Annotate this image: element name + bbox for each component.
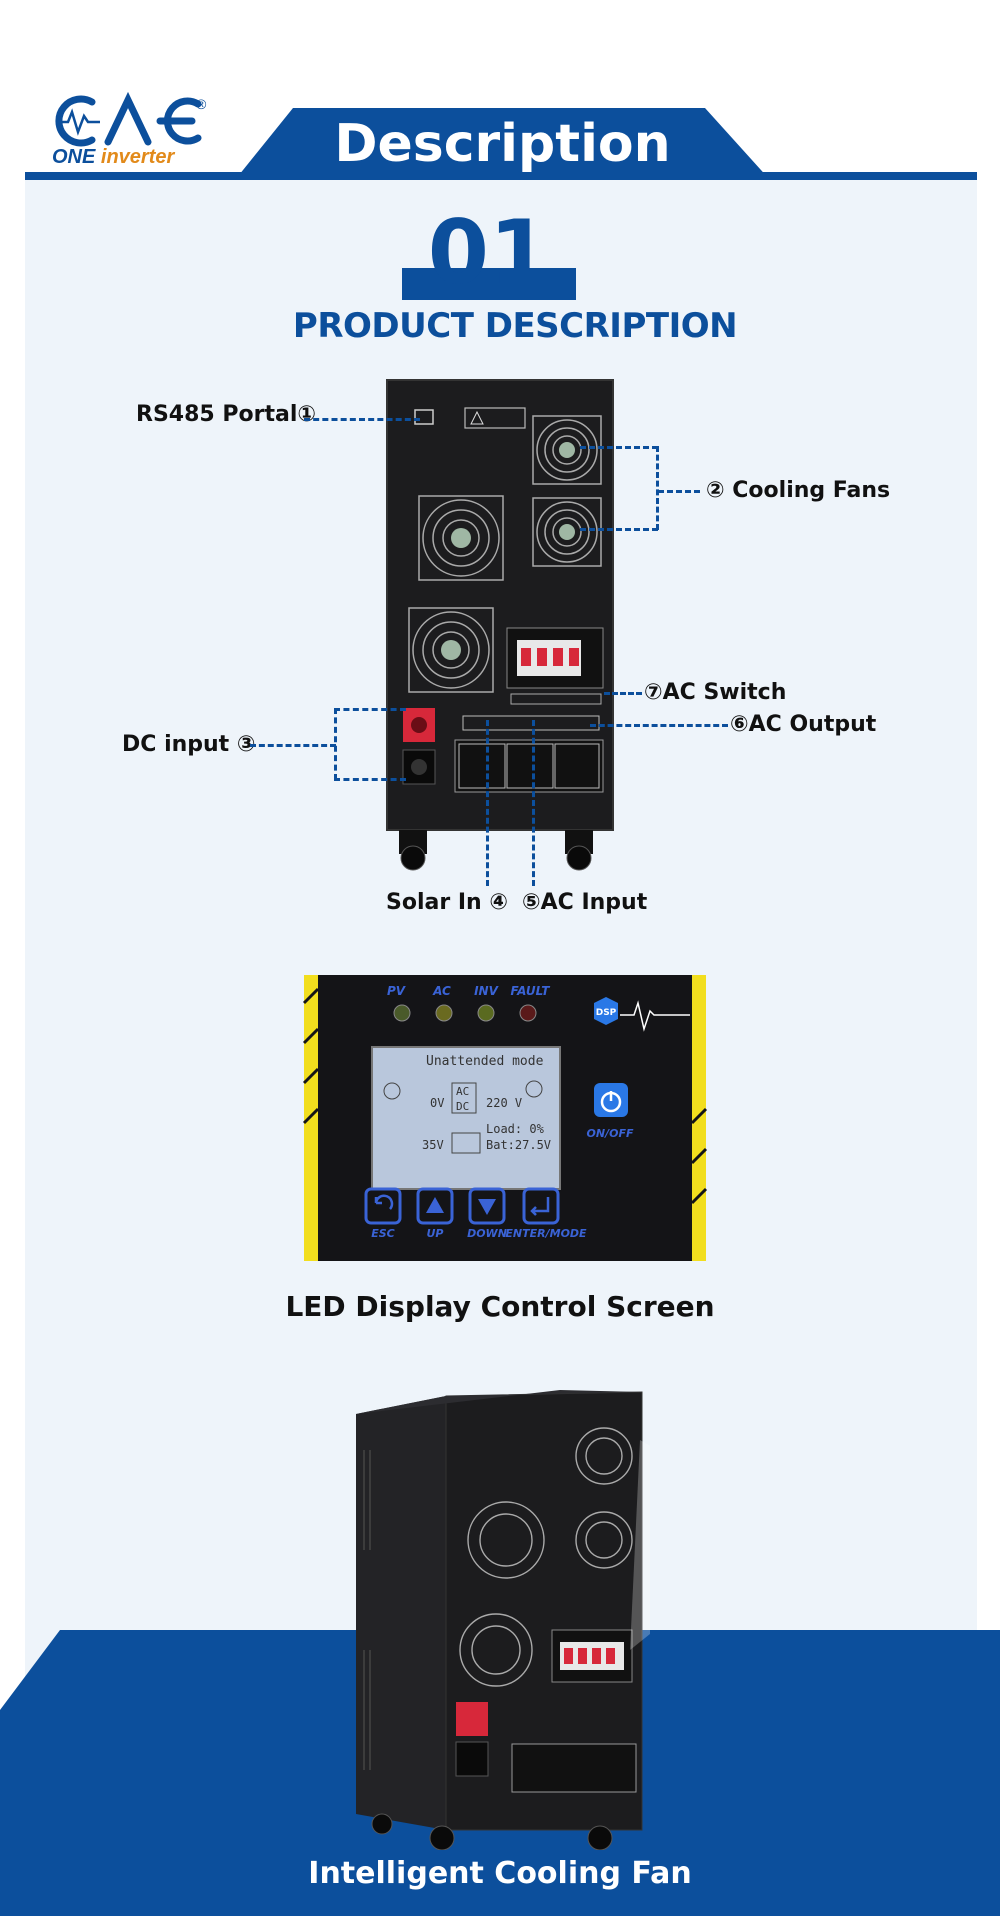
callout-ac-switch: ⑦AC Switch: [644, 680, 787, 705]
leader-rs485: [304, 418, 420, 421]
leader-dc-top: [334, 708, 406, 711]
callout-ac-output: ⑥AC Output: [730, 712, 877, 737]
registered-mark: ®: [196, 96, 207, 112]
brand-tagline: ONE inverter: [52, 146, 174, 169]
leader-dc-bottom: [334, 778, 406, 781]
inverter-front-image: [386, 379, 614, 871]
section-title: PRODUCT DESCRIPTION: [292, 306, 738, 346]
callout-dc-input: DC input ③: [122, 732, 256, 757]
callout-rs485: RS485 Portal①: [136, 402, 316, 427]
leader-dc-bracket: [334, 708, 337, 780]
section-number: 01: [427, 201, 551, 304]
callout-cooling-fans: ② Cooling Fans: [706, 478, 891, 503]
brand-tagline-one: ONE: [52, 146, 96, 168]
leader-fan-bottom: [580, 528, 658, 531]
leader-solar-in: [486, 720, 489, 886]
leader-fan-bracket: [656, 446, 659, 530]
led-display-panel: [302, 975, 708, 1261]
leader-ac-input: [532, 720, 535, 886]
callout-solar-in: Solar In ④: [386, 890, 508, 915]
leader-fan-top: [580, 446, 658, 449]
page-title: Description: [334, 114, 671, 174]
callout-ac-input: ⑤AC Input: [522, 890, 648, 915]
caption-cooling-fan: Intelligent Cooling Fan: [308, 1856, 692, 1891]
caption-led-display: LED Display Control Screen: [285, 1290, 715, 1323]
leader-ac-output: [590, 724, 728, 727]
inverter-perspective-image: [356, 1390, 650, 1850]
section-number-bar: [402, 268, 576, 300]
leader-ac-switch: [604, 692, 642, 695]
header-tab-shape: [235, 108, 770, 180]
leader-dc-out: [250, 744, 336, 747]
leader-fan-out: [658, 490, 700, 493]
brand-tagline-inverter: inverter: [100, 146, 175, 168]
brand-logo-icon: [55, 91, 202, 147]
